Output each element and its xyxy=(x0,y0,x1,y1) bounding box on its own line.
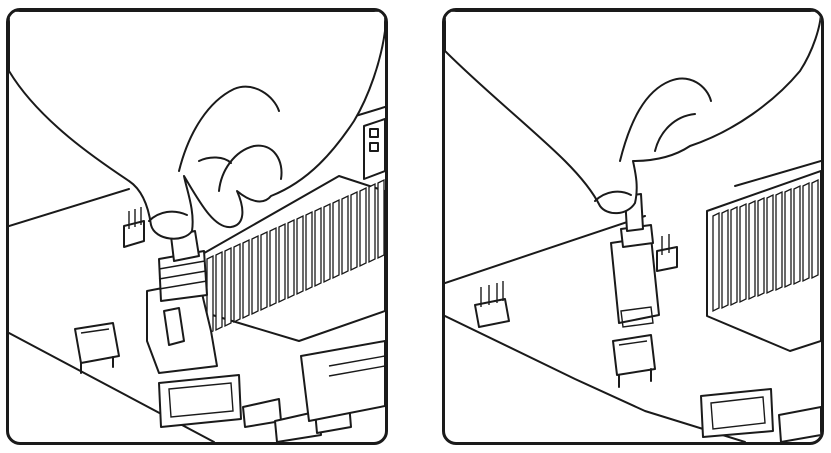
heatsink-fin xyxy=(341,194,349,276)
heatsink-fin xyxy=(269,226,277,308)
heatsink-fin xyxy=(323,202,331,284)
heatsink-fin xyxy=(233,242,241,324)
power-connector xyxy=(363,118,385,180)
heatsink-fin xyxy=(368,182,376,264)
usb-connector-plug xyxy=(610,193,660,328)
heatsink-fin xyxy=(287,218,295,300)
pin-header-small xyxy=(656,234,678,272)
heatsink-fin xyxy=(296,214,304,296)
heatsink-fin xyxy=(775,190,783,292)
heatsink-fin xyxy=(332,198,340,280)
heatsink-fin xyxy=(793,184,801,286)
hand-icon xyxy=(9,11,385,240)
motherboard-edge xyxy=(445,160,821,442)
heatsink xyxy=(198,175,385,342)
heatsink-fin xyxy=(350,190,358,272)
usb-connector-plug xyxy=(146,230,218,374)
heatsink xyxy=(706,170,821,352)
usb-header-socket xyxy=(74,322,120,374)
heatsink-fin xyxy=(721,208,729,310)
heatsink-fin xyxy=(757,196,765,298)
expansion-slot xyxy=(300,340,385,422)
pin-headers-bottom xyxy=(778,406,821,442)
pin-header-small xyxy=(123,207,145,248)
heatsink-fin xyxy=(766,193,774,295)
heatsink-fin xyxy=(377,178,385,260)
heatsink-fin xyxy=(242,238,250,320)
heatsink-fin xyxy=(739,202,747,304)
left-illustration xyxy=(9,11,385,442)
heatsink-fin xyxy=(748,199,756,301)
ribbon-header xyxy=(700,388,774,438)
heatsink-fin xyxy=(784,187,792,289)
heatsink-fin xyxy=(359,186,367,268)
heatsink-fin xyxy=(278,222,286,304)
heatsink-fin xyxy=(251,234,259,316)
heatsink-fin xyxy=(260,230,268,312)
heatsink-fin xyxy=(215,250,223,332)
panel-right-connector-lifted xyxy=(442,8,824,445)
ribbon-header xyxy=(158,374,242,428)
heatsink-fin xyxy=(811,178,819,280)
hand-icon xyxy=(445,11,821,215)
right-illustration xyxy=(445,11,821,442)
heatsink-fin xyxy=(802,181,810,283)
heatsink-fin xyxy=(314,206,322,288)
panel-left-insert-connector xyxy=(6,8,388,445)
heatsink-fin xyxy=(730,205,738,307)
heatsink-fin xyxy=(206,254,214,336)
pin-header-left xyxy=(474,281,510,328)
heatsink-fin xyxy=(305,210,313,292)
usb-header-socket xyxy=(612,334,656,388)
heatsink-fin xyxy=(224,246,232,328)
heatsink-fin xyxy=(712,211,720,313)
